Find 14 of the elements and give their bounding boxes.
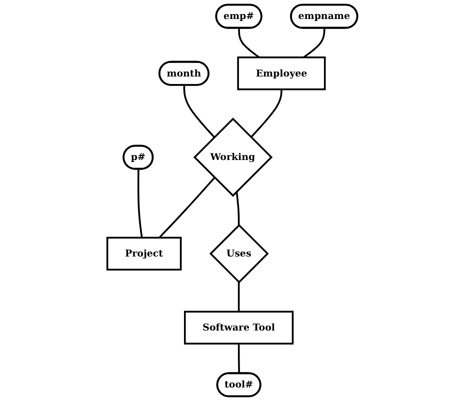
connector (238, 344, 240, 374)
connector (238, 28, 260, 58)
connector (138, 169, 143, 238)
node-box: Employee (237, 56, 326, 90)
node-box: Project (106, 236, 182, 271)
connector (236, 192, 240, 226)
connector (183, 85, 216, 138)
connector (250, 89, 283, 138)
node-box: Software Tool (184, 310, 294, 344)
connector (303, 28, 326, 58)
node-diamond: Uses (210, 224, 269, 284)
connector (158, 176, 216, 238)
connector (238, 282, 240, 312)
node-diamond: Working (194, 118, 273, 197)
